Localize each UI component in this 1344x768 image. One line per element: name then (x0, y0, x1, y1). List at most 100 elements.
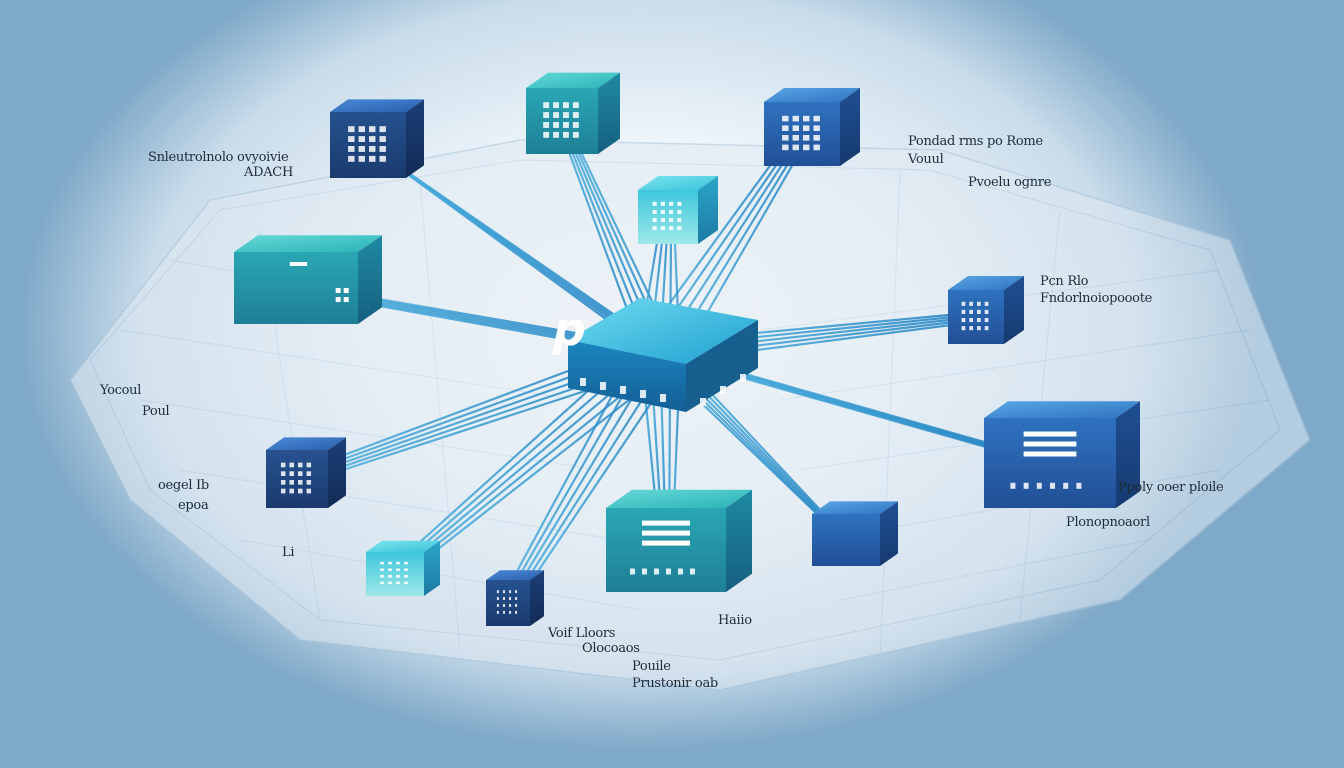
node-led (380, 581, 385, 585)
node-side-face (530, 570, 544, 626)
node-led (782, 135, 789, 141)
server-node[interactable] (812, 501, 898, 566)
node-top-face (638, 176, 718, 190)
node-led (969, 318, 973, 323)
node-front-face (948, 290, 1004, 344)
node-led (572, 112, 579, 118)
node-led (572, 102, 579, 109)
node-led (543, 122, 550, 128)
node-led (369, 155, 376, 162)
node-led (553, 122, 559, 128)
node-led (396, 581, 400, 585)
server-node[interactable] (948, 276, 1024, 344)
node-side-face (840, 88, 860, 166)
node-side-face (424, 540, 440, 596)
node-led (977, 326, 981, 331)
server-node[interactable] (526, 72, 620, 154)
server-node[interactable] (984, 401, 1140, 508)
node-led (813, 125, 820, 131)
node-led (969, 301, 973, 306)
node-led (388, 561, 392, 565)
label-top-right-3: Pvoelu ognre (968, 175, 1052, 190)
label-top-right-2: Vouul (908, 152, 944, 167)
server-node[interactable] (764, 88, 860, 166)
server-node[interactable] (266, 437, 346, 508)
node-side-face (880, 501, 898, 566)
central-hub[interactable]: p (548, 298, 758, 412)
node-top-face (606, 489, 752, 508)
node-led (630, 568, 635, 575)
server-node[interactable] (234, 235, 382, 324)
label-top-right-1: Pondad rms po Rome (908, 134, 1043, 149)
node-top-face (948, 276, 1024, 290)
node-front-face (812, 514, 880, 566)
label-bottom-5: Haiio (718, 613, 752, 628)
node-led (1063, 482, 1069, 489)
node-led (961, 318, 966, 323)
label-left-1: Yocoul (100, 383, 142, 398)
node-led (358, 136, 365, 142)
node-front-face (330, 112, 406, 178)
node-led (379, 146, 386, 152)
node-led (380, 561, 385, 565)
server-node[interactable] (486, 570, 544, 626)
node-led (792, 125, 799, 131)
node-bar (1023, 441, 1077, 447)
node-front-face (638, 190, 698, 244)
node-bar (1023, 431, 1077, 437)
node-side-face (1004, 276, 1024, 344)
label-left-2: Poul (142, 404, 170, 419)
label-bottom-1: Voif Lloors (548, 626, 616, 641)
node-led (563, 112, 569, 118)
node-led (652, 201, 657, 206)
server-node[interactable] (638, 176, 718, 244)
node-bar (642, 520, 690, 526)
node-led (509, 590, 512, 594)
node-top-face (330, 99, 424, 112)
node-led (343, 288, 349, 293)
node-led (792, 115, 799, 122)
label-bottom-right-1: Ppoly ooer ploile (1118, 480, 1224, 495)
node-led (496, 604, 499, 607)
node-top-face (366, 540, 440, 552)
node-led (961, 301, 966, 306)
server-node[interactable] (606, 489, 752, 592)
node-led (813, 115, 820, 122)
node-led (792, 144, 799, 151)
node-side-face (598, 72, 620, 154)
node-front-face (764, 102, 840, 166)
node-led (813, 135, 820, 141)
node-led (572, 122, 579, 128)
node-led (335, 297, 341, 302)
node-led (388, 575, 392, 578)
node-led (403, 581, 408, 585)
label-bottom-3: Pouile (632, 659, 671, 674)
node-led (969, 309, 973, 314)
node-led (306, 480, 312, 485)
server-node[interactable] (366, 540, 440, 596)
node-led (280, 480, 286, 485)
node-side-face (328, 437, 346, 508)
server-node[interactable] (330, 99, 424, 178)
node-led (660, 201, 665, 206)
node-led (515, 597, 518, 600)
server-nodes (234, 72, 1140, 626)
node-led (515, 604, 518, 607)
node-led (803, 115, 810, 122)
node-led (669, 226, 674, 231)
node-led (358, 146, 365, 152)
node-bar (1023, 451, 1077, 457)
node-led (496, 597, 499, 600)
node-led (553, 102, 559, 109)
node-led (660, 226, 665, 231)
label-bottom-right-2: Plonopnoaorl (1066, 515, 1150, 530)
node-led (369, 146, 376, 152)
hub-pins (580, 374, 746, 406)
node-top-face (234, 235, 382, 252)
hub-top-face (568, 298, 758, 364)
node-led (669, 218, 674, 223)
node-top-face (266, 437, 346, 450)
node-led (969, 326, 973, 331)
node-led (642, 568, 647, 575)
